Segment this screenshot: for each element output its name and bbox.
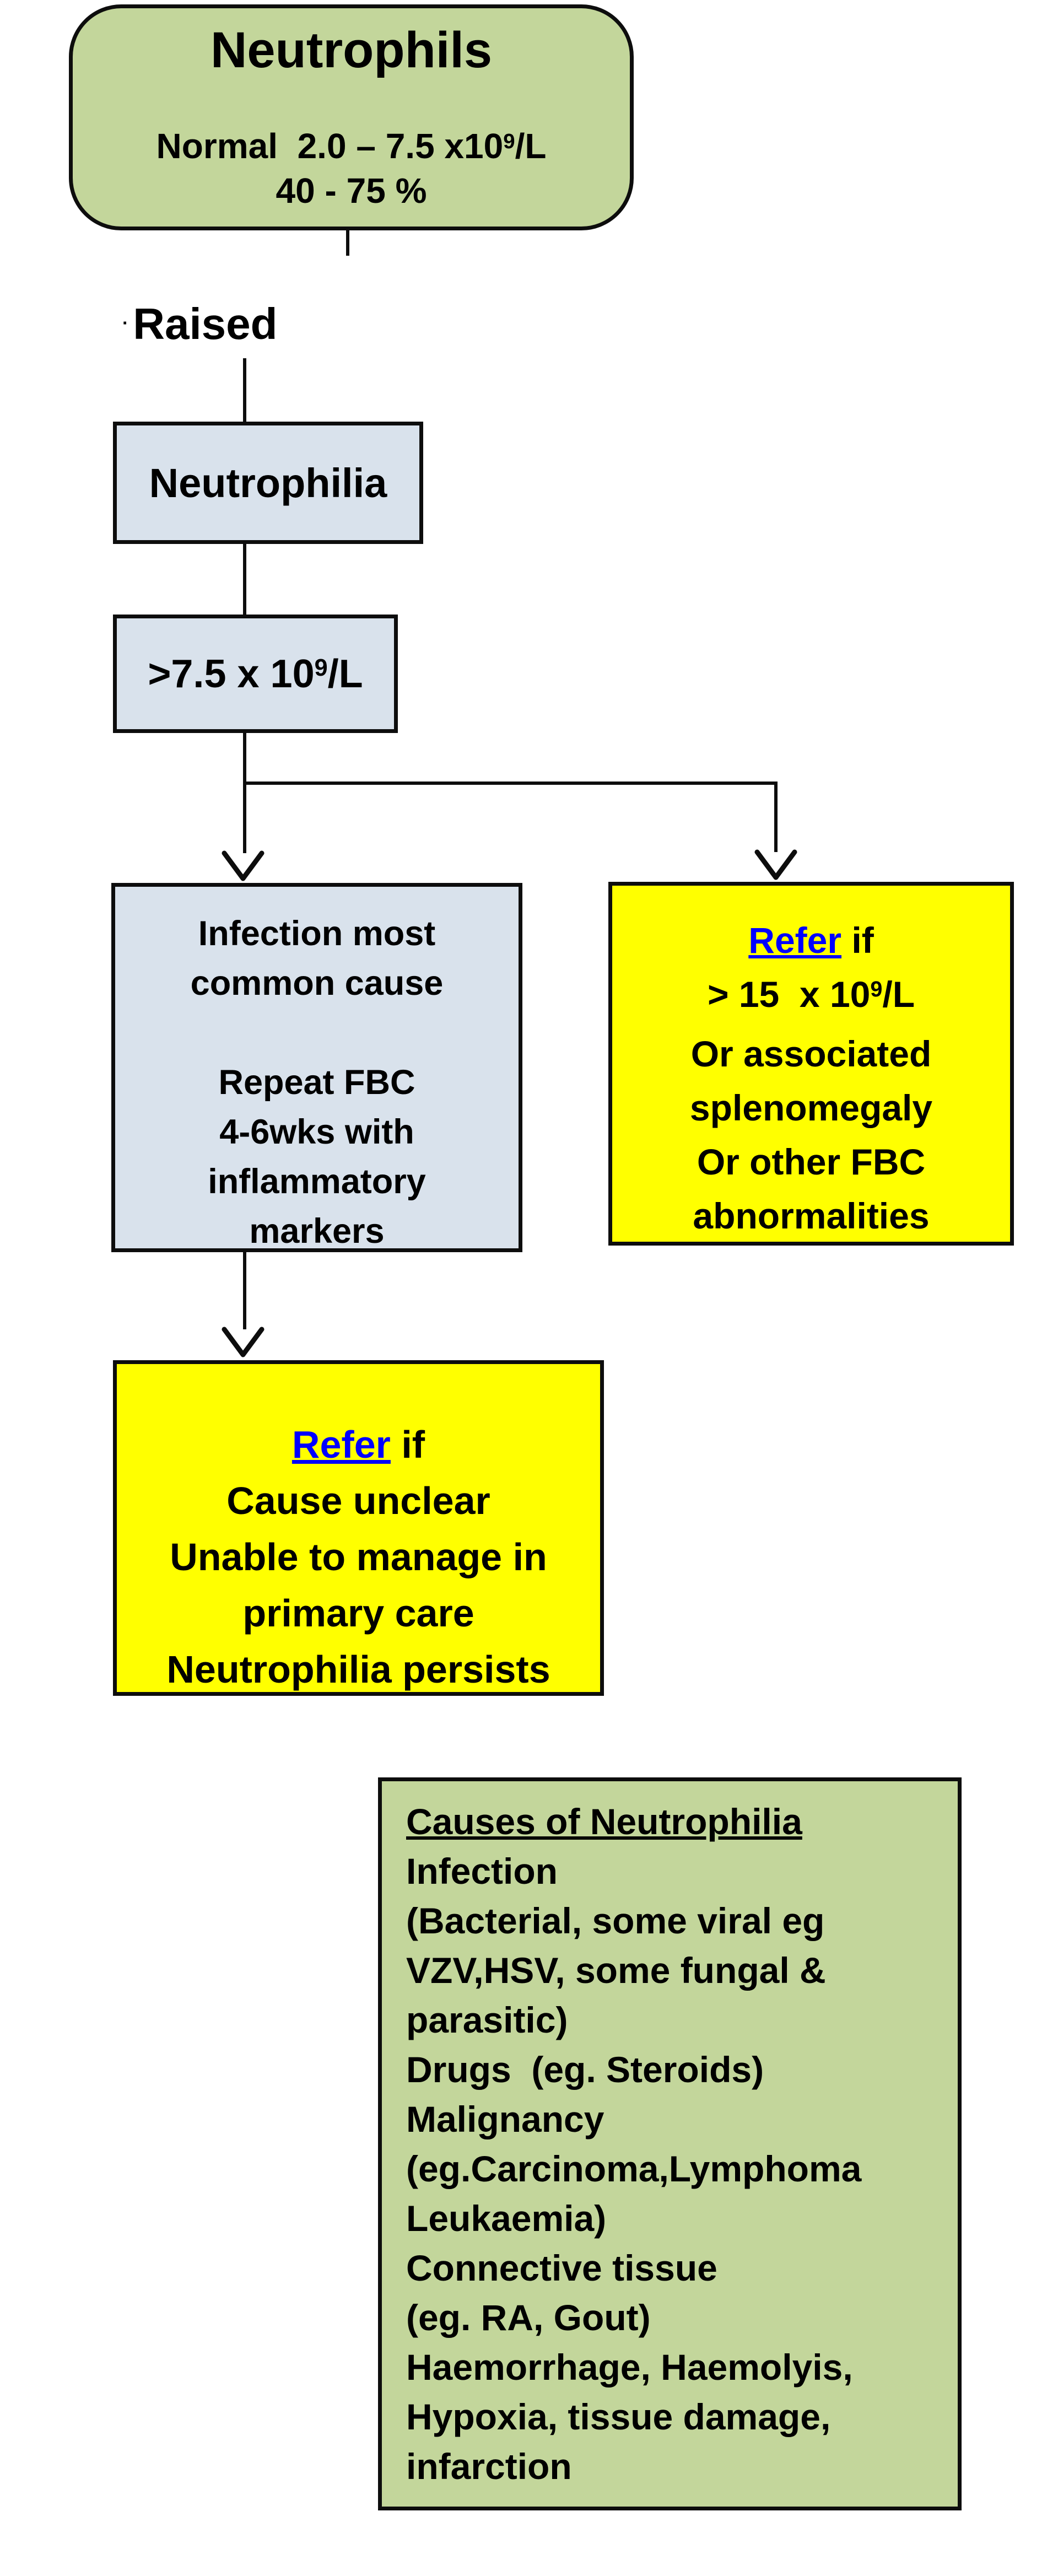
causes-heading: Causes of Neutrophilia: [406, 1801, 802, 1842]
normal-range-pre: Normal 2.0 – 7.5 x10: [156, 126, 504, 166]
refer-value-line: > 15 x 109/L: [612, 967, 1010, 1027]
refer-criterion: abnormalities: [693, 1195, 930, 1236]
node-causes-list: Causes of Neutrophilia Infection (Bacter…: [378, 1777, 962, 2510]
refer-criterion: primary care: [242, 1592, 474, 1635]
cause-item: Connective tissue: [406, 2248, 717, 2288]
node-infection-advice: Infection most common cause Repeat FBC 4…: [111, 883, 522, 1252]
cause-item: Drugs (eg. Steroids): [406, 2049, 764, 2090]
advice-line: Infection most: [198, 914, 436, 953]
connector-infection-refer: [243, 1252, 246, 1329]
cause-item: Infection: [406, 1851, 558, 1891]
advice-line: markers: [249, 1212, 385, 1251]
percent-range-line: 40 - 75 %: [276, 170, 427, 211]
connector-neutrophilia-threshold: [243, 543, 246, 616]
superscript-9: 9: [870, 977, 883, 1001]
cause-item: (eg. RA, Gout): [406, 2297, 651, 2338]
advice-line: Repeat FBC: [218, 1063, 415, 1102]
raised-text: Raised: [133, 299, 278, 348]
connector-title-stub: [346, 230, 349, 256]
refer-rest: if: [390, 1423, 425, 1466]
connector-raised-neutrophilia: [243, 358, 246, 424]
cause-item: Malignancy: [406, 2099, 604, 2140]
threshold-post: /L: [327, 651, 363, 696]
cause-item: Haemorrhage, Haemolyis,: [406, 2347, 853, 2388]
bullet-dot: ·: [122, 312, 129, 333]
refer-criterion: Or other FBC: [697, 1141, 926, 1182]
node-threshold: >7.5 x 109/L: [113, 615, 398, 733]
refer-criterion: Neutrophilia persists: [166, 1648, 550, 1691]
threshold-text: >7.5 x 109/L: [148, 651, 363, 697]
connector-branch-right: [774, 782, 778, 852]
refer-criterion: Unable to manage in: [170, 1535, 547, 1578]
refer-link[interactable]: Refer: [292, 1423, 391, 1466]
neutrophilia-text: Neutrophilia: [149, 460, 387, 506]
cause-item: Leukaemia): [406, 2198, 607, 2239]
refer-criterion: Cause unclear: [226, 1479, 490, 1522]
node-refer-persist: Refer if Cause unclear Unable to manage …: [113, 1360, 604, 1696]
advice-line: common cause: [190, 964, 444, 1003]
refer-criterion: splenomegaly: [689, 1087, 933, 1128]
refer-value-pre: > 15 x 10: [707, 974, 871, 1015]
superscript-9: 9: [503, 129, 515, 153]
node-refer-high-count: Refer if > 15 x 109/L Or associated sple…: [608, 882, 1014, 1246]
normal-range-line: Normal 2.0 – 7.5 x109/L: [156, 127, 547, 165]
cause-item: infarction: [406, 2446, 572, 2487]
cause-item: Hypoxia, tissue damage,: [406, 2396, 831, 2437]
raised-label: ·Raised: [122, 302, 278, 346]
refer-link[interactable]: Refer: [748, 920, 842, 961]
node-neutrophilia: Neutrophilia: [113, 422, 423, 544]
refer-value-post: /L: [882, 974, 915, 1015]
cause-item: (eg.Carcinoma,Lymphoma: [406, 2148, 862, 2189]
threshold-pre: >7.5 x 10: [148, 651, 315, 696]
advice-line: 4-6wks with: [219, 1113, 414, 1151]
connector-branch-horizontal: [243, 782, 778, 785]
page-title: Neutrophils: [210, 22, 493, 78]
superscript-9: 9: [314, 654, 328, 681]
arrowhead-down-icon: [222, 850, 264, 881]
refer-line: Refer if: [612, 913, 1010, 967]
normal-range-post: /L: [515, 126, 547, 166]
connector-branch-left: [243, 782, 246, 853]
refer-line: Refer if: [117, 1416, 600, 1473]
advice-line: inflammatory: [208, 1162, 426, 1201]
cause-item: VZV,HSV, some fungal &: [406, 1950, 826, 1991]
arrowhead-down-icon: [222, 1327, 264, 1357]
refer-rest: if: [841, 920, 874, 961]
cause-item: (Bacterial, some viral eg: [406, 1900, 825, 1941]
refer-criterion: Or associated: [690, 1033, 932, 1074]
connector-threshold-junction: [243, 732, 246, 784]
cause-item: parasitic): [406, 2000, 568, 2040]
node-neutrophils: Neutrophils Normal 2.0 – 7.5 x109/L 40 -…: [69, 4, 634, 230]
arrowhead-down-icon: [754, 849, 797, 880]
